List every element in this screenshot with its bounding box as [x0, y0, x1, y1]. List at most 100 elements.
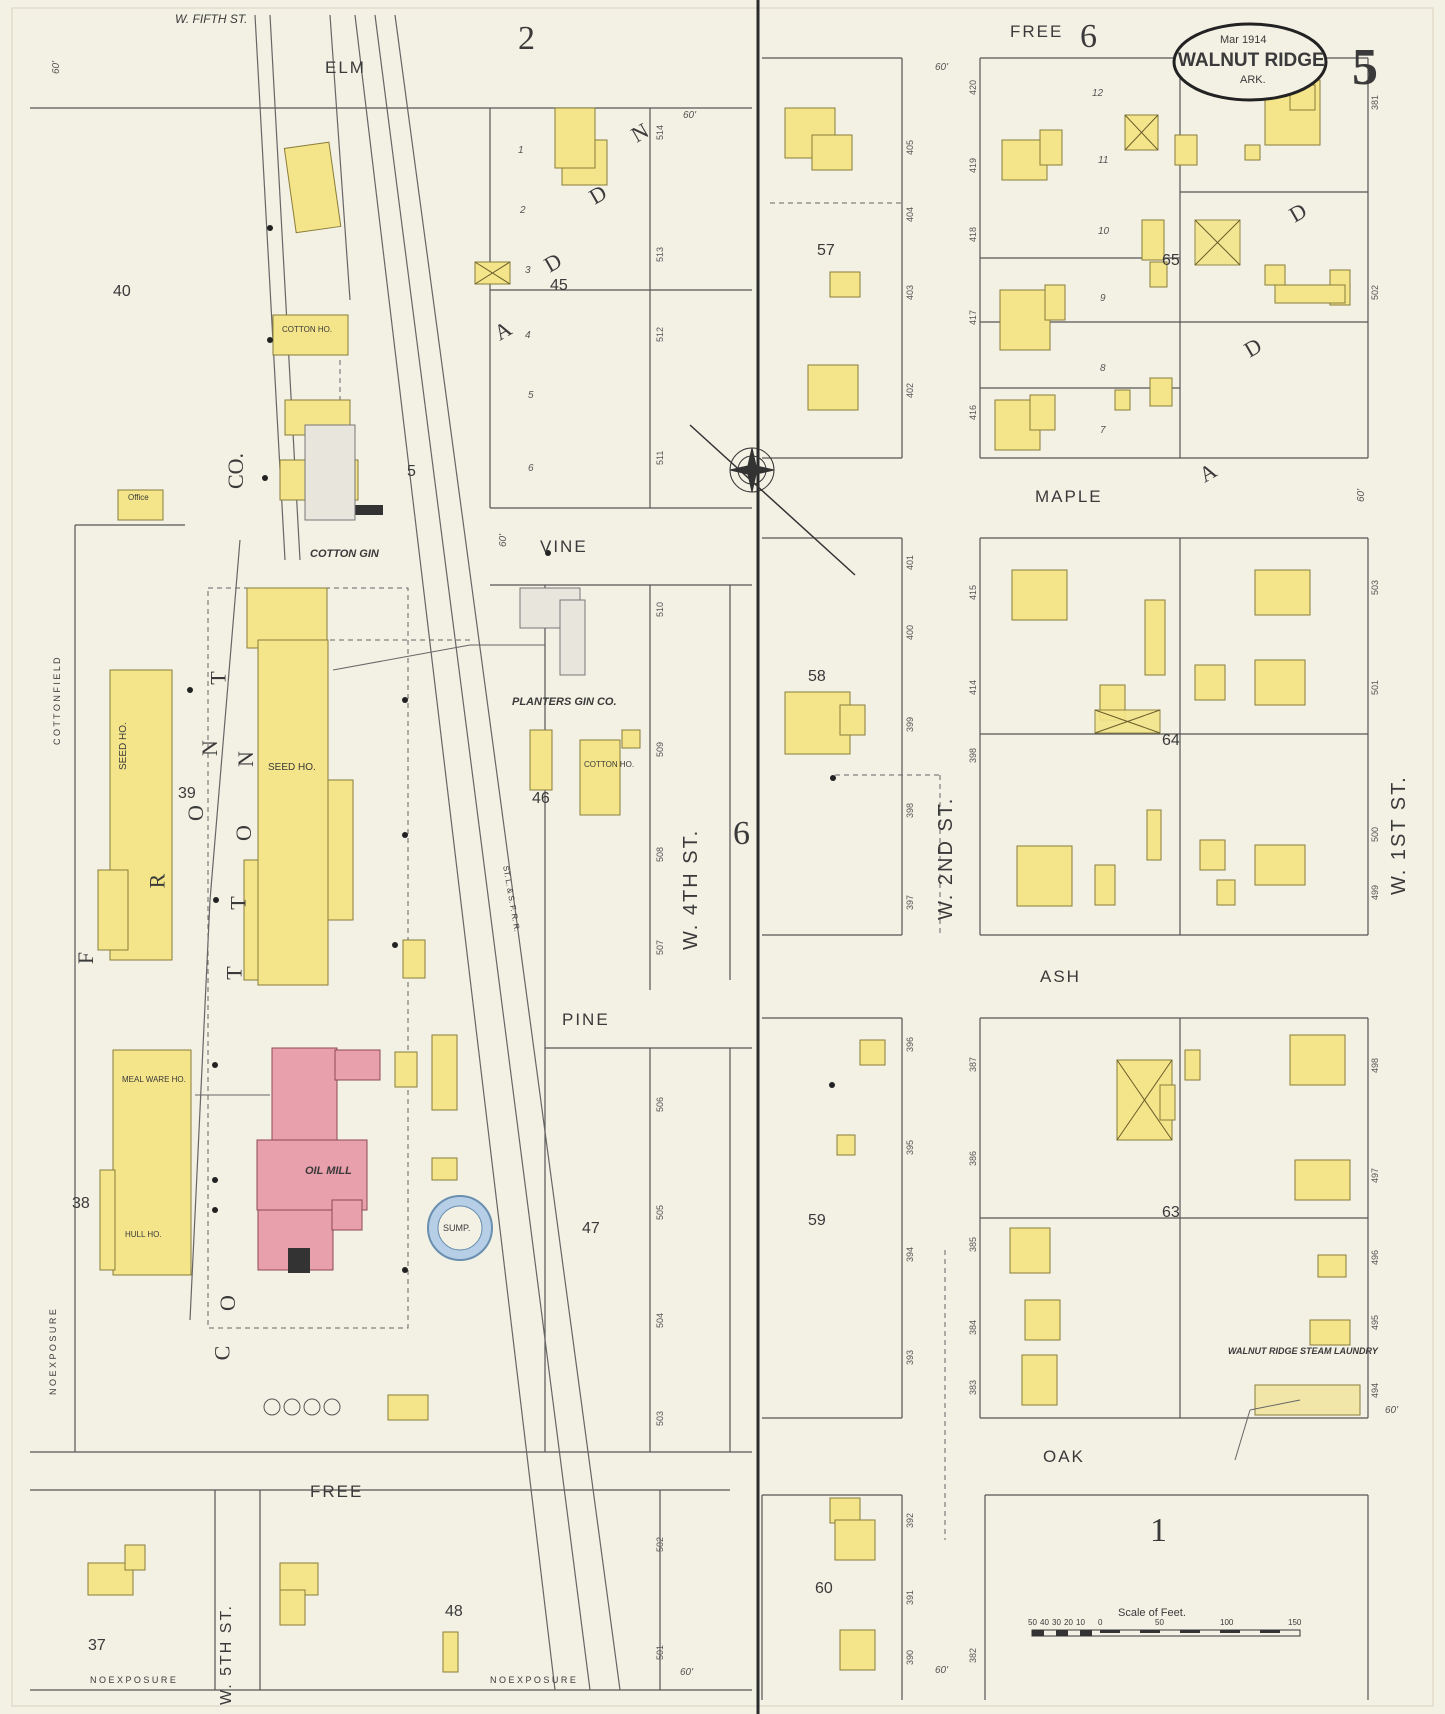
block-number: 39 — [178, 785, 196, 802]
address: 395 — [905, 1139, 915, 1155]
address: 504 — [655, 1312, 665, 1328]
street-second: W. 2ND ST. — [935, 796, 957, 920]
address: 393 — [905, 1349, 915, 1365]
address: 403 — [905, 284, 915, 300]
steam-laundry-label: WALNUT RIDGE STEAM LAUNDRY — [1228, 1346, 1378, 1356]
street-ash: ASH — [1040, 967, 1081, 986]
scale-tick: 50 — [1155, 1618, 1164, 1627]
address: 394 — [905, 1246, 915, 1262]
scale-tick: 50 — [1028, 1618, 1037, 1627]
dimension-label: 60' — [683, 110, 697, 121]
address: 381 — [1370, 94, 1380, 110]
address: 499 — [1370, 884, 1380, 900]
block-number: 37 — [88, 1637, 106, 1654]
scale-bar — [1031, 1629, 1301, 1637]
street-free-top: FREE — [1010, 22, 1064, 41]
lot-number: 8 — [1100, 363, 1106, 374]
vertical-letter: O — [230, 825, 256, 841]
scale-tick: 150 — [1288, 1618, 1302, 1627]
no-exposure-label: N O E X P O S U R E — [90, 1675, 176, 1685]
vertical-letter: O — [182, 805, 208, 821]
address: 503 — [1370, 579, 1380, 595]
vertical-letter: N — [232, 751, 258, 767]
big-number-free: 6 — [1080, 18, 1097, 55]
scale-tick: 40 — [1040, 1618, 1049, 1627]
title-date: Mar 1914 — [1220, 34, 1267, 46]
block-number: 47 — [582, 1220, 600, 1237]
block-number: 64 — [1162, 732, 1180, 749]
scale-tick: 10 — [1076, 1618, 1085, 1627]
lot-number: 11 — [1098, 155, 1109, 166]
address: 501 — [655, 1644, 665, 1660]
dimension-label: 60' — [680, 1667, 694, 1678]
block-number: 48 — [445, 1603, 463, 1620]
address: 385 — [968, 1236, 978, 1252]
cotton-gin-label: COTTON GIN — [310, 548, 379, 560]
address: 507 — [655, 939, 665, 955]
lot-number: 6 — [528, 463, 534, 474]
address: 512 — [655, 326, 665, 342]
planters-gin-label: PLANTERS GIN CO. — [512, 696, 617, 708]
address: 398 — [968, 747, 978, 763]
address: 415 — [968, 584, 978, 600]
address: 402 — [905, 382, 915, 398]
oil-mill-brick-building — [256, 1047, 381, 1271]
address: 382 — [968, 1647, 978, 1663]
address: 405 — [905, 139, 915, 155]
scale-label: Scale of Feet. — [1118, 1607, 1186, 1619]
street-free-bottom: FREE — [310, 1482, 364, 1501]
seed-house-2-label: SEED HO. — [118, 722, 129, 770]
block-number: 57 — [817, 242, 835, 259]
dimension-label: 60' — [51, 60, 63, 75]
street-fifth-vertical: W. 5TH ST. — [218, 1604, 235, 1705]
lot-number: 7 — [1100, 425, 1106, 436]
address: 400 — [905, 624, 915, 640]
address: 383 — [968, 1379, 978, 1395]
address: 502 — [655, 1536, 665, 1552]
address: 387 — [968, 1056, 978, 1072]
scale-tick: 30 — [1052, 1618, 1061, 1627]
lot-number: 5 — [528, 390, 534, 401]
address: 509 — [655, 741, 665, 757]
address: 494 — [1370, 1382, 1380, 1398]
address: 419 — [968, 157, 978, 173]
sump-label: SUMP. — [443, 1223, 471, 1233]
seed-house-label: SEED HO. — [268, 762, 316, 773]
address: 513 — [655, 246, 665, 262]
big-number-elm: 2 — [518, 20, 535, 57]
address: 417 — [968, 309, 978, 325]
block-number: 58 — [808, 668, 826, 685]
vertical-letter: T — [221, 966, 247, 980]
address: 496 — [1370, 1249, 1380, 1265]
street-fourth: W. 4TH ST. — [680, 828, 702, 950]
dimension-label: 60' — [498, 533, 510, 548]
address: 416 — [968, 404, 978, 420]
vertical-letter: R — [144, 873, 170, 889]
block-number: 38 — [72, 1195, 90, 1212]
block-number: 63 — [1162, 1204, 1180, 1221]
lot-number: 4 — [525, 330, 531, 341]
title-state: ARK. — [1240, 74, 1266, 86]
block-number: 60 — [815, 1580, 833, 1597]
address: 391 — [905, 1589, 915, 1605]
address: 498 — [1370, 1057, 1380, 1073]
lot-number: 3 — [525, 265, 531, 276]
address: 501 — [1370, 679, 1380, 695]
lot-number: 9 — [1100, 293, 1106, 304]
street-vine: VINE — [540, 537, 588, 556]
street-lines — [30, 107, 752, 1691]
address: 500 — [1370, 826, 1380, 842]
address: 420 — [968, 79, 978, 95]
vertical-letter: T — [205, 671, 231, 685]
street-oak: OAK — [1043, 1447, 1085, 1466]
address: 418 — [968, 226, 978, 242]
dimension-label: 60' — [1356, 488, 1368, 503]
block-number: 45 — [550, 277, 568, 294]
big-number-center: 6 — [733, 815, 750, 852]
vertical-letter: C — [209, 1345, 235, 1361]
dimension-label: 60' — [935, 62, 949, 73]
address: 497 — [1370, 1167, 1380, 1183]
address: 392 — [905, 1512, 915, 1528]
hull-house-label: HULL HO. — [125, 1230, 162, 1239]
sheet-number: 5 — [1352, 39, 1378, 96]
